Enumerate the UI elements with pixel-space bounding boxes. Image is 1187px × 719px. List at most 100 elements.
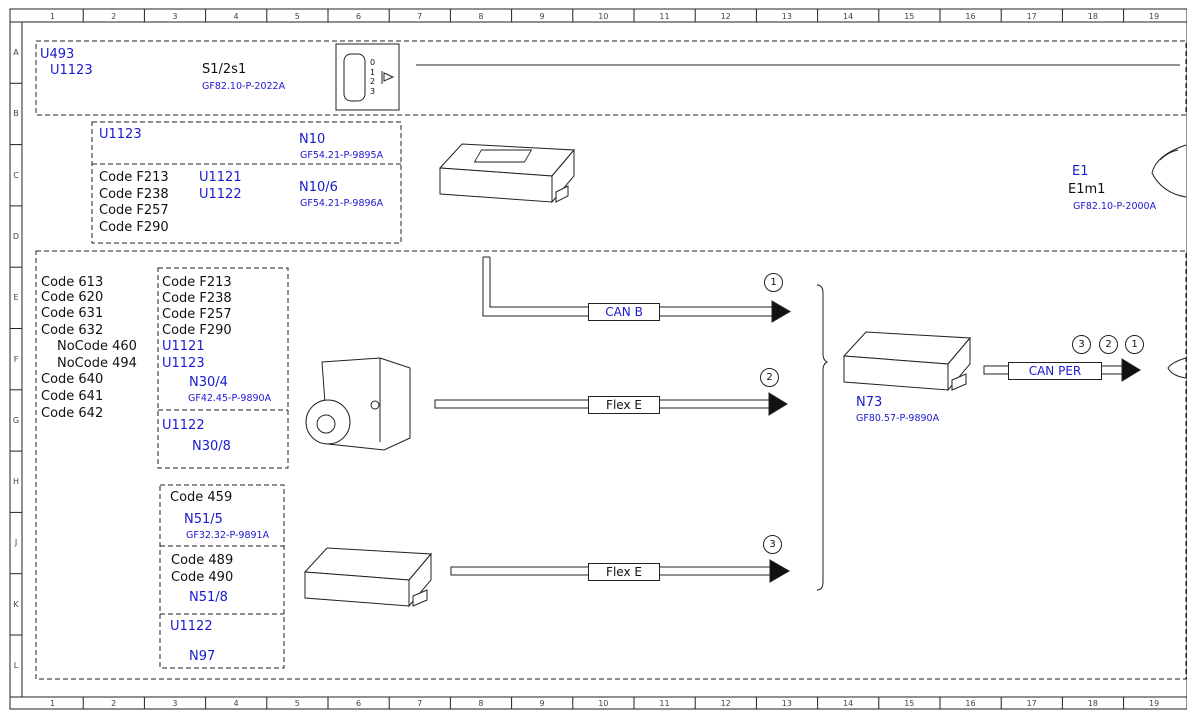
n30-u1123: U1123: [162, 356, 205, 371]
column-number: 4: [233, 12, 239, 21]
n10-ref-link[interactable]: GF54.21-P-9895A: [300, 150, 384, 161]
column-number: 17: [1026, 12, 1037, 21]
column-number: 7: [417, 699, 423, 708]
n51-code-490: Code 490: [171, 570, 234, 585]
flex-e-label-2: Flex E: [588, 563, 660, 581]
row-letter: E: [13, 293, 19, 303]
can-per-label: CAN PER: [1008, 362, 1102, 380]
vehicle-code: Code 642: [41, 406, 104, 421]
n30-code: Code F213: [162, 275, 232, 290]
bus-marker-3: 3: [763, 535, 782, 554]
ecu-code: Code F257: [99, 203, 169, 218]
column-number: 14: [843, 699, 854, 708]
n10-label: N10: [299, 132, 326, 147]
column-number: 5: [294, 12, 300, 21]
vehicle-code: Code 640: [41, 372, 104, 387]
ecu-code: Code F213: [99, 170, 169, 185]
ecu-code: Code F290: [99, 220, 169, 235]
n30-code: Code F238: [162, 291, 232, 306]
column-number: 13: [781, 699, 792, 708]
n73-ref-link[interactable]: GF80.57-P-9890A: [856, 413, 940, 424]
e1-label: E1: [1072, 164, 1089, 179]
vehicle-code: Code 632: [41, 323, 104, 338]
column-number: 6: [355, 699, 362, 708]
column-number: 11: [659, 699, 670, 708]
n30-4-ref-link[interactable]: GF42.45-P-9890A: [188, 393, 272, 404]
row-letter: K: [13, 599, 19, 609]
column-number: 2: [111, 699, 117, 708]
n30-code: Code F257: [162, 307, 232, 322]
can-per-marker: 3: [1072, 335, 1091, 354]
column-number: 16: [965, 12, 976, 21]
n30-code: Code F290: [162, 323, 232, 338]
column-number: 1: [49, 12, 56, 21]
bus-brace: [816, 284, 829, 591]
column-number: 7: [417, 12, 423, 21]
n10-6-label: N10/6: [299, 180, 338, 195]
n51-5-label: N51/5: [184, 512, 223, 527]
switch-ref-link[interactable]: GF82.10-P-2022A: [202, 81, 286, 92]
column-number: 19: [1149, 12, 1160, 21]
can-per-marker: 1: [1125, 335, 1144, 354]
ruler-ticks: [10, 9, 1125, 709]
column-number: 10: [598, 12, 609, 21]
n73-label: N73: [856, 395, 883, 410]
dashed-groups: [35, 40, 1187, 680]
edge-unit-icon: [1167, 357, 1187, 379]
n30-4-label: N30/4: [189, 375, 228, 390]
vehicle-code: NoCode 460: [57, 339, 137, 354]
column-number: 13: [781, 12, 792, 21]
group-n30: [157, 267, 289, 469]
column-number: 9: [539, 699, 545, 708]
row-letter: G: [12, 415, 20, 425]
column-number: 6: [355, 12, 362, 21]
row-letter: H: [12, 477, 19, 487]
row-letter: D: [12, 231, 20, 241]
vehicle-code: Code 620: [41, 290, 104, 305]
column-number: 15: [904, 699, 915, 708]
e1m1-label: E1m1: [1068, 182, 1106, 197]
n97-label: N97: [189, 649, 216, 664]
n10-6-ref-link[interactable]: GF54.21-P-9896A: [300, 198, 384, 209]
column-number: 3: [172, 12, 178, 21]
vehicle-code: Code 641: [41, 389, 104, 404]
rotary-switch-icon: [335, 43, 400, 111]
bus-marker-1: 1: [764, 273, 783, 292]
column-number: 12: [720, 699, 731, 708]
ecu-u1122: U1122: [199, 187, 242, 202]
row-letter: C: [13, 170, 19, 180]
e1-ref-link[interactable]: GF82.10-P-2000A: [1073, 201, 1157, 212]
column-number: 8: [478, 12, 484, 21]
row-letter: F: [13, 354, 19, 364]
module-u493: U493: [40, 47, 75, 62]
n51-5-ref-link[interactable]: GF32.32-P-9891A: [186, 530, 270, 541]
bus-marker-2: 2: [760, 368, 779, 387]
n30-u1121: U1121: [162, 339, 205, 354]
can-b-label: CAN B: [588, 303, 660, 321]
flex-e-label-1: Flex E: [588, 396, 660, 414]
n51-code-459: Code 459: [170, 490, 233, 505]
column-number: 3: [172, 699, 178, 708]
column-number: 10: [598, 699, 609, 708]
ecu-code: Code F238: [99, 187, 169, 202]
column-number: 15: [904, 12, 915, 21]
n10-control-unit-icon: [438, 143, 576, 204]
n30-8-label: N30/8: [192, 439, 231, 454]
column-number: 19: [1149, 699, 1160, 708]
switch-label: S1/2s1: [202, 62, 247, 77]
n30-4-hydraulic-unit-icon: [305, 357, 411, 451]
n51-code-489: Code 489: [171, 553, 234, 568]
n51-8-control-unit-icon: [303, 547, 433, 608]
vehicle-code: Code 613: [41, 275, 104, 290]
column-number: 18: [1087, 12, 1098, 21]
e1-lamp-icon: [1151, 144, 1187, 198]
group-n10: [91, 121, 402, 244]
column-number: 12: [720, 12, 731, 21]
switch-positions: 0 1 2 3: [370, 58, 376, 96]
group-lower: [35, 250, 1187, 680]
n51-8-label: N51/8: [189, 590, 228, 605]
group-u493: [35, 40, 1187, 116]
column-number: 5: [294, 699, 300, 708]
group-n51: [159, 484, 285, 669]
can-b-bus: [482, 256, 791, 323]
